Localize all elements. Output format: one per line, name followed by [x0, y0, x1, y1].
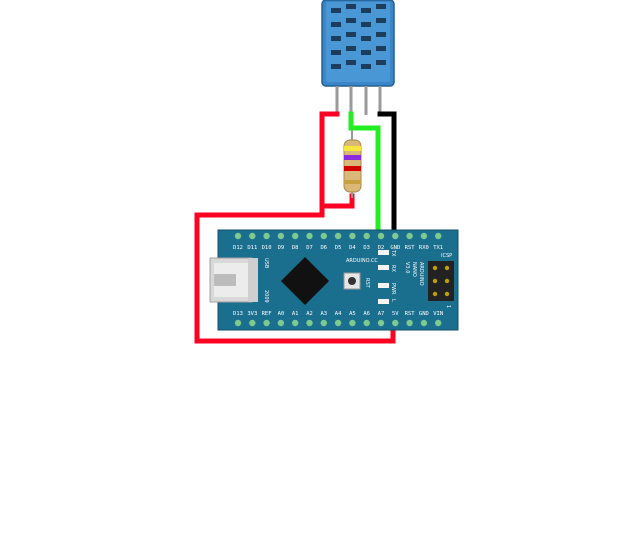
- bottom-pin-label: GND: [419, 311, 429, 317]
- top-pin-8: [349, 232, 356, 240]
- brand-label: ARDUINO.CC: [346, 258, 378, 264]
- bottom-pin-label: A2: [306, 311, 313, 317]
- model-line: ARDUINO: [418, 262, 424, 286]
- wires: [194, 111, 397, 344]
- top-pin-label: RX0: [419, 245, 429, 251]
- bottom-pin-label: A6: [363, 311, 370, 317]
- top-pin-0: [234, 232, 242, 240]
- dht11-sensor-icon: [321, 0, 395, 115]
- sensor-grille: [331, 4, 386, 69]
- top-pin-2: [263, 232, 270, 240]
- bottom-pin-12: [406, 319, 413, 327]
- bottom-pin-label: REF: [262, 311, 272, 317]
- top-pin-11: [392, 232, 399, 240]
- year-label: 2009: [263, 290, 269, 303]
- usb-label: USB: [263, 258, 269, 269]
- bottom-pin-6: [320, 319, 327, 327]
- top-pin-3: [277, 232, 285, 240]
- top-pin-label: D9: [278, 245, 285, 251]
- led-label: TX: [390, 249, 396, 257]
- top-pin-6: [320, 232, 327, 240]
- bottom-pin-14: [435, 319, 442, 327]
- top-pin-label: RST: [405, 245, 416, 251]
- bottom-pin-label: 3V3: [247, 311, 257, 317]
- top-pin-label: D10: [262, 245, 272, 251]
- top-pin-7: [334, 232, 342, 240]
- bottom-pin-label: A0: [278, 311, 285, 317]
- reset-button-icon: [343, 272, 361, 290]
- top-pin-label: GND: [390, 245, 400, 251]
- top-pin-label: D6: [320, 245, 327, 251]
- wire-data: [348, 111, 381, 241]
- top-pin-13: [420, 232, 428, 240]
- wire-ground: [377, 111, 397, 241]
- bottom-pin-label: A1: [292, 311, 299, 317]
- bottom-pin-2: [263, 319, 270, 327]
- led-labels: TX RX PWR L: [390, 249, 396, 302]
- bottom-pin-10: [377, 319, 385, 327]
- top-pin-5: [306, 232, 313, 240]
- led-label: RX: [390, 265, 396, 272]
- bottom-pin-label: D13: [233, 311, 243, 317]
- top-pin-label: D7: [306, 245, 313, 251]
- led-label: PWR: [390, 283, 396, 295]
- microcontroller-chip-icon: [280, 256, 330, 306]
- top-pin-1: [249, 232, 256, 240]
- reset-label: RST: [364, 278, 370, 289]
- model-line: NANO: [411, 262, 417, 277]
- bottom-pin-7: [334, 319, 342, 327]
- top-pin-label: D8: [292, 245, 299, 251]
- top-pin-label: D2: [378, 245, 385, 251]
- bottom-pin-label: A5: [349, 311, 356, 317]
- status-leds: [378, 250, 389, 304]
- bottom-pin-label: A3: [320, 311, 327, 317]
- top-pin-label: TX1: [433, 245, 443, 251]
- bottom-pin-4: [292, 319, 299, 327]
- top-pin-label: D11: [247, 245, 257, 251]
- bottom-pin-label: A4: [335, 311, 342, 317]
- sensor-legs: [335, 86, 382, 115]
- icsp-pin-one-label: 1: [445, 305, 451, 308]
- bottom-pin-3: [277, 319, 285, 327]
- bottom-pin-label: VIN: [433, 311, 443, 317]
- bottom-pin-13: [420, 319, 428, 327]
- bottom-pin-0: [234, 319, 242, 327]
- bottom-pin-5: [306, 319, 313, 327]
- top-pin-10: [377, 232, 385, 240]
- led-label: L: [390, 299, 396, 302]
- wire-pullup: [323, 193, 355, 209]
- bottom-pin-label: A7: [378, 311, 385, 317]
- top-pin-4: [292, 232, 299, 240]
- wire-vcc: [194, 111, 396, 344]
- top-pin-label: D4: [349, 245, 356, 251]
- model-line: V3.0: [404, 262, 410, 273]
- top-pin-label: D3: [363, 245, 370, 251]
- top-pin-9: [363, 232, 370, 240]
- resistor-icon: [343, 130, 362, 198]
- usb-connector-icon: [209, 257, 258, 303]
- bottom-pin-label: 5V: [392, 311, 399, 317]
- bottom-pin-8: [349, 319, 356, 327]
- icsp-label: ICSP: [441, 253, 452, 259]
- bottom-pin-11: [392, 319, 399, 327]
- bottom-pin-label: RST: [405, 311, 416, 317]
- top-pin-label: D12: [233, 245, 243, 251]
- top-pin-12: [406, 232, 413, 240]
- top-pin-label: D5: [335, 245, 342, 251]
- top-pin-14: [435, 232, 442, 240]
- bottom-pin-1: [249, 319, 256, 327]
- icsp-header-icon: [428, 261, 454, 301]
- bottom-pin-9: [363, 319, 370, 327]
